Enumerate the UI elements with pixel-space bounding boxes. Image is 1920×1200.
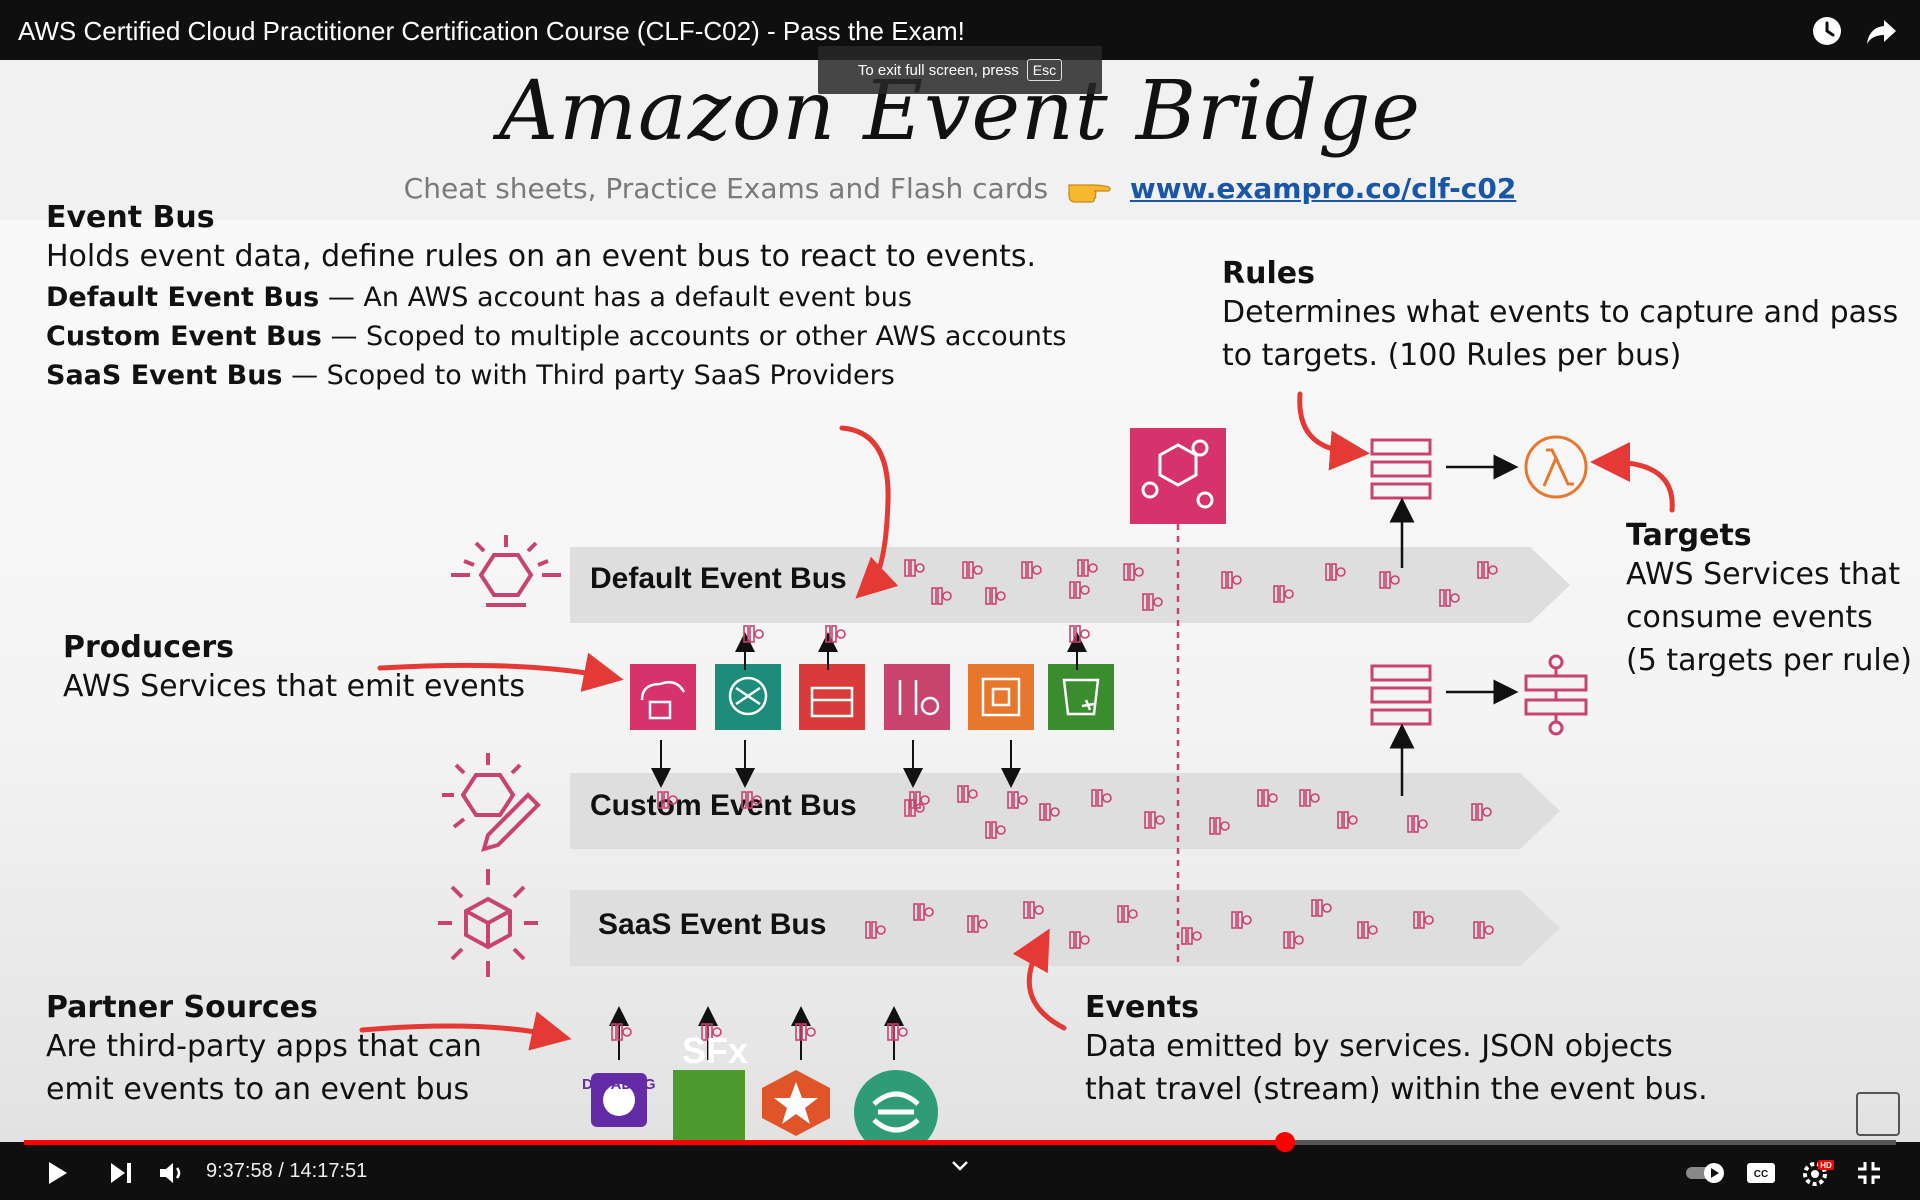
exit-fullscreen-icon[interactable] [1856, 1160, 1882, 1190]
fullscreen-hint-text: To exit full screen, press [857, 61, 1019, 79]
player-controls-bar [0, 1142, 1920, 1200]
event-bus-item: Default Event Bus — An AWS account has a… [46, 282, 912, 313]
rules-line: to targets. (100 Rules per bus) [1222, 338, 1682, 373]
partner-icons [591, 1070, 938, 1142]
events-line: that travel (stream) within the event bu… [1085, 1072, 1708, 1107]
targets-line: (5 targets per rule) [1626, 643, 1912, 678]
rules-heading: Rules [1222, 256, 1315, 291]
events-section: Events Data emitted by services. JSON ob… [1085, 990, 1708, 1111]
esc-key-badge: Esc [1026, 59, 1063, 81]
sfx-label: SFx [682, 1030, 749, 1071]
events-heading: Events [1085, 990, 1199, 1025]
event-bus-description: Holds event data, define rules on an eve… [46, 239, 1037, 274]
captions-icon[interactable]: CC [1746, 1162, 1776, 1188]
annotation-arrow-partners [359, 1011, 572, 1051]
saas-event-bus-bar [570, 890, 1560, 966]
watch-later-icon[interactable] [1810, 14, 1844, 48]
autoplay-toggle-icon[interactable] [1684, 1160, 1730, 1190]
subtitle-text: Cheat sheets, Practice Exams and Flash c… [403, 172, 1049, 205]
custom-bus-icon [442, 753, 541, 852]
partner-sources-section: Partner Sources Are third-party apps tha… [46, 990, 482, 1111]
slide-subtitle: Cheat sheets, Practice Exams and Flash c… [0, 172, 1920, 205]
lambda-icon [1524, 435, 1588, 499]
progress-scrubber-handle[interactable] [1274, 1132, 1295, 1152]
chevron-down-icon[interactable] [950, 1158, 970, 1178]
exampro-link[interactable]: www.exampro.co/clf-c02 [1129, 172, 1517, 205]
producer-service-icons [630, 664, 1114, 730]
saas-event-bus-label: SaaS Event Bus [598, 908, 827, 941]
annotation-arrow-event-bus [839, 425, 899, 599]
rule-icon-bottom [1370, 664, 1432, 726]
eventbridge-icon [1130, 428, 1226, 524]
event-bus-item: SaaS Event Bus — Scoped to with Third pa… [46, 360, 895, 391]
next-icon[interactable] [108, 1160, 134, 1190]
fullscreen-exit-hint: To exit full screen, press Esc [818, 46, 1102, 94]
targets-line: AWS Services that [1626, 557, 1901, 592]
slide: Amazon Event Bridge Cheat sheets, Practi… [0, 60, 1920, 1142]
annotation-arrow-events [1012, 928, 1067, 1031]
default-bus-icon [451, 535, 561, 607]
pointing-hand-icon [1067, 172, 1111, 205]
partner-sources-heading: Partner Sources [46, 990, 318, 1025]
svg-text:CC: CC [1754, 1169, 1768, 1180]
producers-section: Producers AWS Services that emit events [63, 630, 525, 708]
targets-section: Targets AWS Services that consume events… [1626, 518, 1912, 682]
event-tokens [611, 559, 1498, 1041]
datadog-label: DATADOG [582, 1076, 656, 1093]
event-bus-heading: Event Bus [46, 200, 215, 235]
annotation-arrow-producers [377, 652, 624, 692]
targets-heading: Targets [1626, 518, 1752, 553]
rule-icon-top [1370, 438, 1432, 500]
rules-line: Determines what events to capture and pa… [1222, 295, 1899, 330]
custom-event-bus-label: Custom Event Bus [590, 789, 857, 822]
play-icon[interactable] [44, 1160, 70, 1190]
saas-bus-icon [438, 869, 538, 977]
producers-heading: Producers [63, 630, 235, 665]
svg-text:HD: HD [1820, 1161, 1832, 1170]
rules-section: Rules Determines what events to capture … [1222, 256, 1898, 377]
progress-bar[interactable] [24, 1132, 1896, 1152]
step-functions-icon [1524, 654, 1588, 736]
progress-bar-fill [24, 1140, 1285, 1145]
event-bus-item: Custom Event Bus — Scoped to multiple ac… [46, 321, 1067, 352]
targets-line: consume events [1626, 600, 1873, 635]
event-bus-section: Event Bus Holds event data, define rules… [46, 200, 1067, 395]
default-event-bus-label: Default Event Bus [590, 562, 847, 595]
volume-icon[interactable] [158, 1160, 186, 1190]
annotation-arrow-rules [1297, 391, 1370, 471]
diagram-graphics [359, 391, 1675, 1142]
producers-text: AWS Services that emit events [63, 669, 526, 704]
events-line: Data emitted by services. JSON objects [1085, 1029, 1673, 1064]
settings-gear-icon[interactable]: HD [1800, 1158, 1834, 1192]
time-display: 9:37:58 / 14:17:51 [206, 1160, 368, 1182]
share-icon[interactable] [1864, 14, 1898, 48]
partner-sources-line: Are third-party apps that can [46, 1029, 482, 1064]
annotation-arrow-targets [1590, 442, 1675, 513]
video-title[interactable]: AWS Certified Cloud Practitioner Certifi… [18, 16, 965, 46]
partner-sources-line: emit events to an event bus [46, 1072, 470, 1107]
subscribe-watermark-icon[interactable] [1856, 1092, 1900, 1136]
